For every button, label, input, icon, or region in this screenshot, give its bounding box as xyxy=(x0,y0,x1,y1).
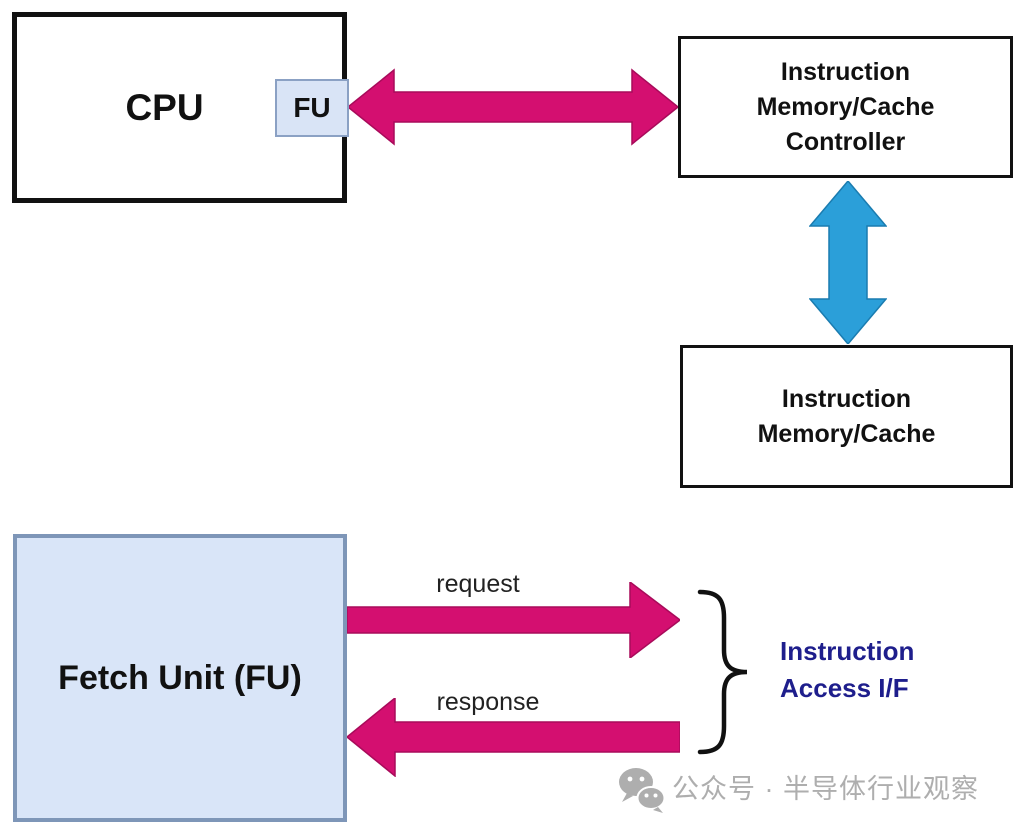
request-label: request xyxy=(436,570,520,598)
double-arrow-vertical-icon xyxy=(809,181,887,344)
wechat-icon xyxy=(619,768,666,813)
controller-memory-arrow xyxy=(809,181,887,344)
controller-label: Instruction Memory/Cache Controller xyxy=(756,57,935,156)
curly-brace-icon xyxy=(697,589,748,755)
cpu-label: CPU xyxy=(125,86,204,128)
watermark-text: 公众号 · 半导体行业观察 xyxy=(672,774,979,804)
fu-block: FU xyxy=(275,79,349,137)
fu-label: FU xyxy=(293,92,331,123)
instruction-memory-cache-controller-block: Instruction Memory/Cache Controller xyxy=(678,36,1013,178)
fetch-unit-label: Fetch Unit (FU) xyxy=(58,658,302,697)
memory-label: Instruction Memory/Cache xyxy=(757,384,936,448)
double-arrow-horizontal-icon xyxy=(348,68,678,146)
cpu-controller-arrow xyxy=(348,68,678,146)
response-arrow xyxy=(347,698,680,777)
fetch-unit-block: Fetch Unit (FU) xyxy=(13,534,347,822)
response-label: response xyxy=(436,688,540,716)
arrow-left-icon xyxy=(347,698,680,777)
request-arrow xyxy=(347,582,680,658)
arrow-right-icon xyxy=(347,582,680,658)
instruction-access-if-label: Instruction Access I/F xyxy=(780,636,915,703)
instruction-memory-cache-block: Instruction Memory/Cache xyxy=(680,345,1013,488)
